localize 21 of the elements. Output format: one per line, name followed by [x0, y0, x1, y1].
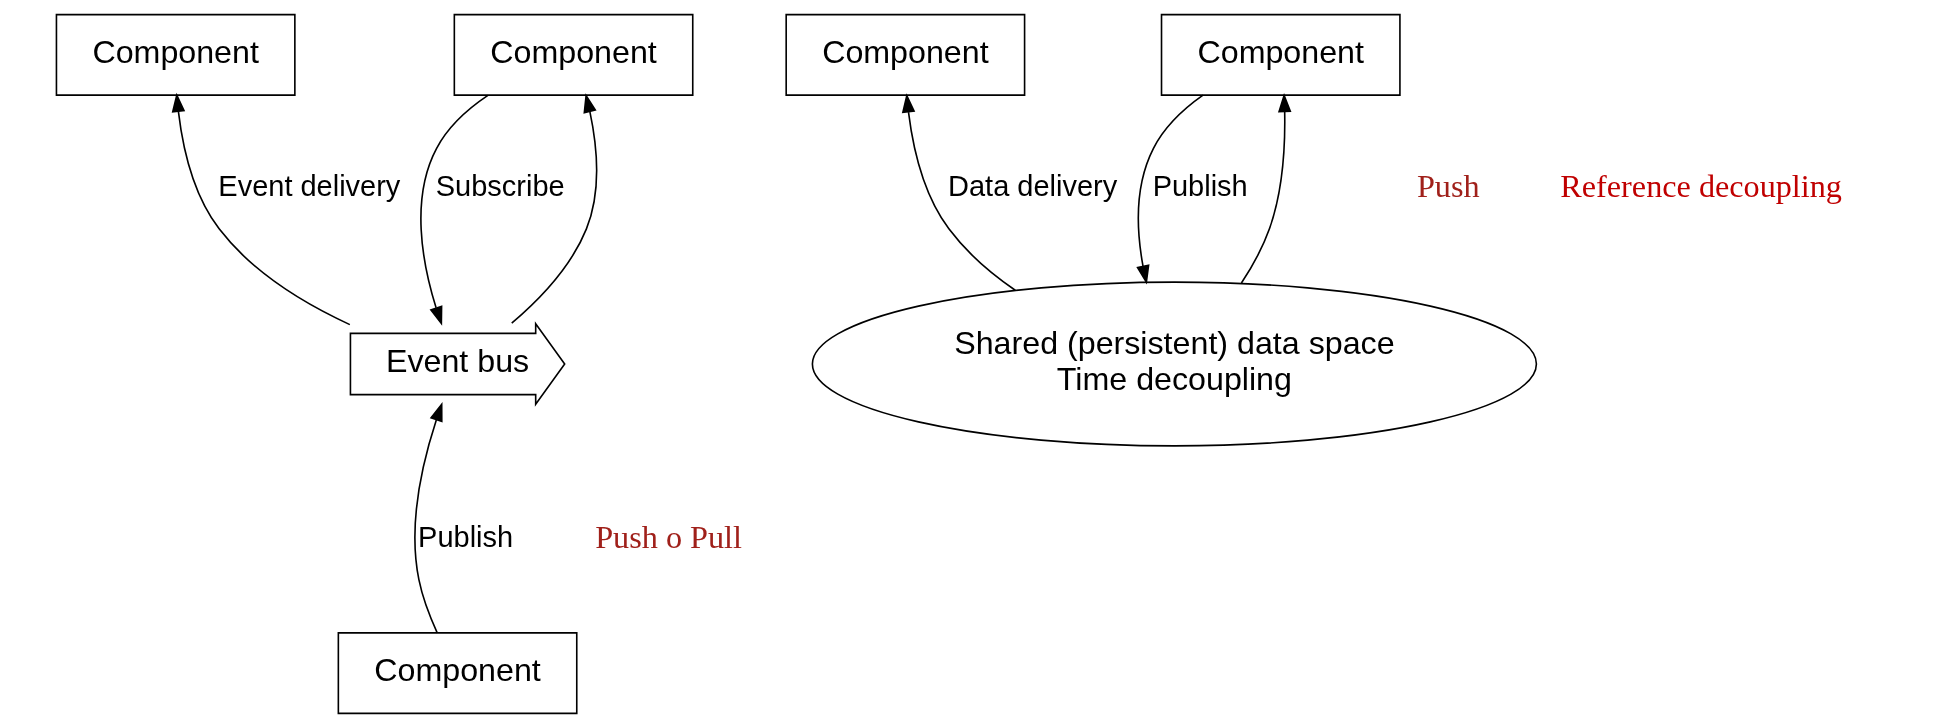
- edge-label: Publish: [417, 520, 513, 553]
- edge-label: Event delivery: [217, 169, 400, 202]
- node-box: Component: [55, 13, 296, 96]
- node-ellipse: Shared (persistent) data space Time decoupling: [811, 281, 1537, 447]
- arrow: [901, 93, 1016, 292]
- node-box: Component: [1160, 13, 1401, 96]
- label: Push o Pull: [594, 518, 742, 555]
- label: Push: [1416, 167, 1480, 204]
- arrow: [1135, 94, 1204, 285]
- label: Reference decoupling: [1559, 167, 1842, 204]
- edge-label: Subscribe: [435, 169, 565, 202]
- edge-label: Publish: [1152, 169, 1248, 202]
- arrow: [1240, 92, 1291, 284]
- arrow: [171, 92, 351, 326]
- arrow: [413, 402, 443, 634]
- arrow: [419, 94, 489, 326]
- node-box: Component: [453, 13, 694, 96]
- arrow: [510, 93, 597, 324]
- edge-label: Data delivery: [947, 169, 1117, 202]
- node-box: Component: [784, 13, 1025, 96]
- node-box: Component: [337, 632, 578, 715]
